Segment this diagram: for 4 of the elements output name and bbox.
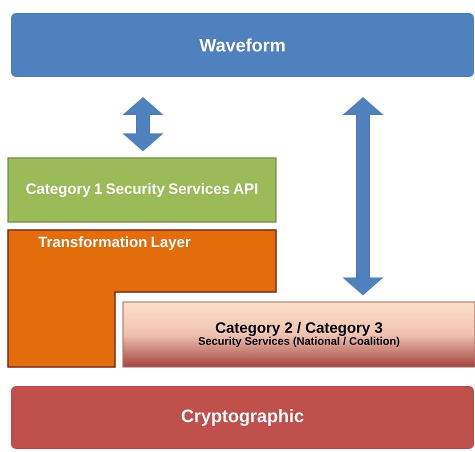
api-box: Category 1 Security Services API	[7, 157, 277, 223]
services-box: Category 2 / Category 3 Security Services (National / Coalition)	[122, 301, 475, 368]
waveform-box: Waveform	[9, 11, 475, 79]
cryptographic-box: Cryptographic	[9, 384, 475, 451]
